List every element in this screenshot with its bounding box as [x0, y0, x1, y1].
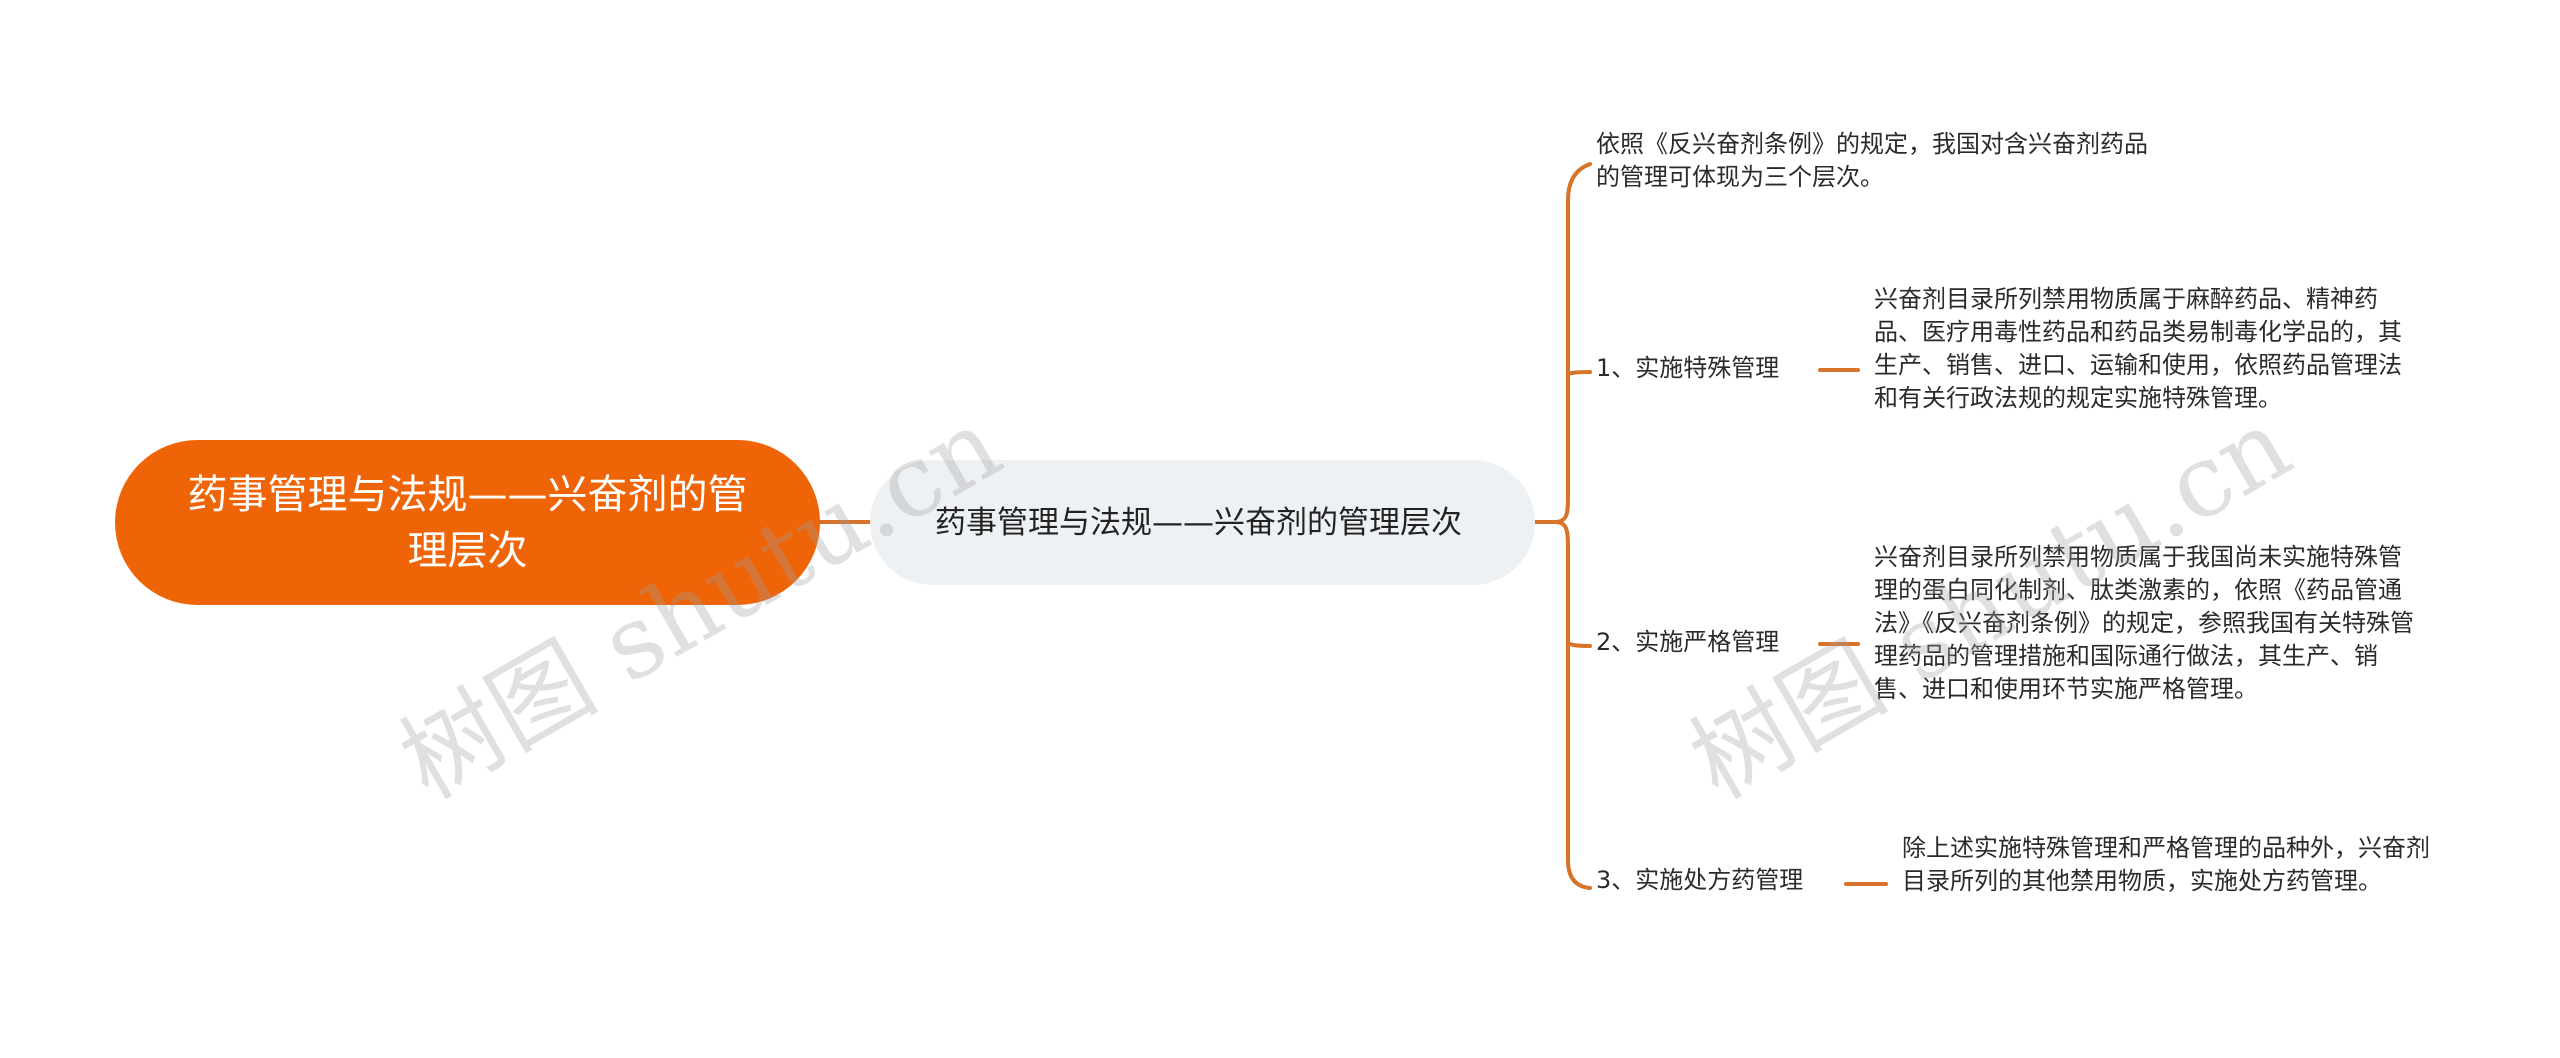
root-node-label: 药事管理与法规——兴奋剂的管理层次: [187, 471, 748, 574]
topic-node[interactable]: 药事管理与法规——兴奋剂的管理层次: [870, 460, 1535, 585]
topic-node-label: 药事管理与法规——兴奋剂的管理层次: [935, 504, 1462, 541]
branch-stub-2: [1566, 640, 1592, 648]
branch-spine-lower: [1553, 520, 1592, 890]
root-node[interactable]: 药事管理与法规——兴奋剂的管理层次: [115, 440, 820, 605]
branch-spine: [1553, 162, 1592, 524]
branch-stub-1: [1566, 370, 1592, 377]
branch-strict-management[interactable]: 2、实施严格管理: [1596, 628, 1780, 656]
leaf-special-management-detail[interactable]: 兴奋剂目录所列禁用物质属于麻醉药品、精神药品、医疗用毒性药品和药品类易制毒化学品…: [1874, 285, 2402, 412]
branch-prescription-management[interactable]: 3、实施处方药管理: [1596, 866, 1804, 894]
leaf-prescription-management-detail[interactable]: 除上述实施特殊管理和严格管理的品种外，兴奋剂目录所列的其他禁用物质，实施处方药管…: [1902, 834, 2430, 895]
leaf-strict-management-detail[interactable]: 兴奋剂目录所列禁用物质属于我国尚未实施特殊管理的蛋白同化制剂、肽类激素的，依照《…: [1874, 543, 2414, 703]
branch-special-management[interactable]: 1、实施特殊管理: [1596, 354, 1780, 382]
intro-note[interactable]: 依照《反兴奋剂条例》的规定，我国对含兴奋剂药品的管理可体现为三个层次。: [1596, 130, 2148, 191]
